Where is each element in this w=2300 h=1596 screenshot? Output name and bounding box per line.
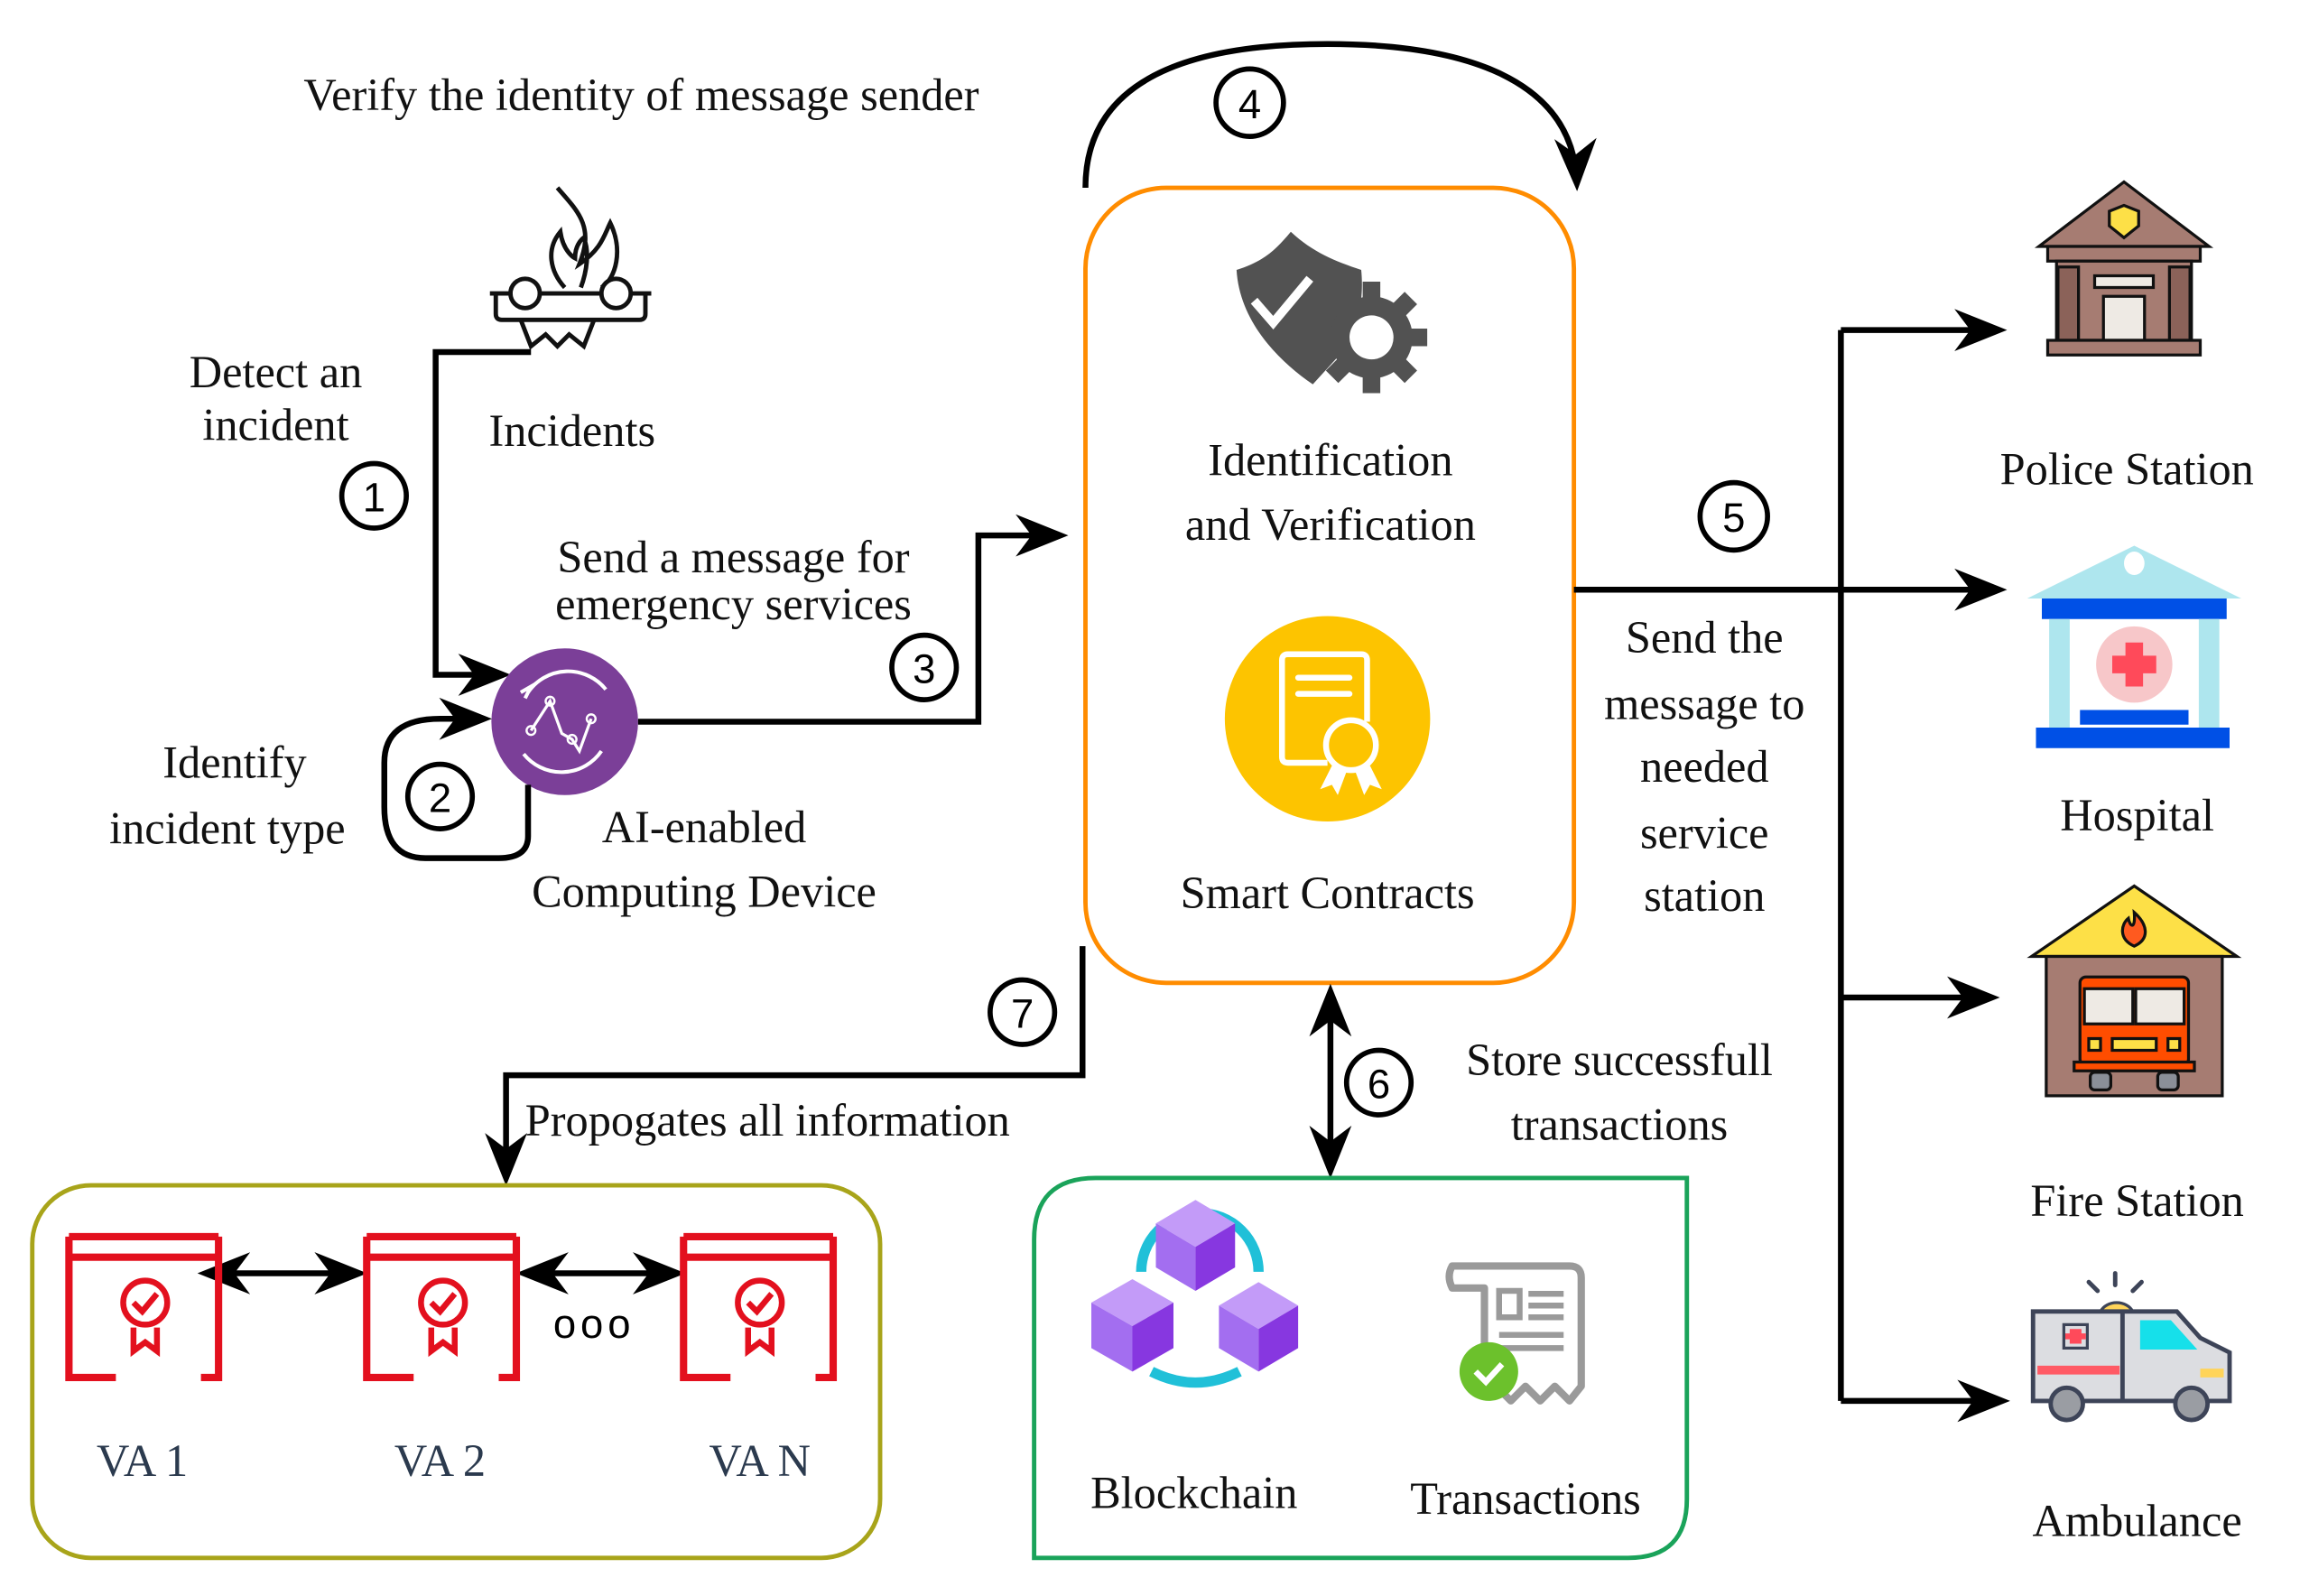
va-2-label: VA 2 xyxy=(394,1435,486,1486)
step-5-number: 5 xyxy=(1722,495,1745,541)
step-6-number: 6 xyxy=(1368,1061,1390,1107)
ambulance-label: Ambulance xyxy=(2033,1495,2242,1545)
certificate-icon xyxy=(1224,616,1431,821)
step-4-number: 4 xyxy=(1238,81,1261,127)
step-5-label-line-5: station xyxy=(1644,870,1765,921)
ai-analytics-icon xyxy=(491,648,638,795)
service-police-station: Police Station xyxy=(2000,180,2254,494)
certificate-icon-part xyxy=(680,1232,838,1381)
validator-certificate-icon xyxy=(65,1232,223,1381)
step-1-label-line-2: incident xyxy=(202,400,348,450)
certificate-icon-part xyxy=(363,1232,521,1381)
send-message-arrow xyxy=(637,514,1069,725)
step-2-badge xyxy=(404,761,476,831)
step-4-badge xyxy=(1213,66,1286,139)
validators-box: ooo VA 1 VA 2 VA N xyxy=(30,1183,883,1561)
validator-va-n: VA N xyxy=(680,1232,838,1486)
step-5-label-line-4: service xyxy=(1640,807,1769,858)
step-1-number: 1 xyxy=(363,474,385,520)
step-6-label-line-1: Store successfull xyxy=(1466,1035,1773,1085)
hospital-icon xyxy=(2026,545,2241,748)
identify-loop-arrow xyxy=(381,697,532,861)
incidents-label: Incidents xyxy=(488,405,655,456)
verify-arc-arrow xyxy=(1082,41,1597,191)
step-7-connector: 7 Propogates all information xyxy=(485,946,1086,1186)
step-5-connector: 5 Send the message to needed service sta… xyxy=(1573,309,2010,1423)
step-5-label-line-2: message to xyxy=(1604,678,1804,728)
fire-station-icon xyxy=(2026,884,2242,1098)
certificate-icon-part xyxy=(428,1327,458,1358)
service-ambulance: Ambulance xyxy=(2030,1271,2242,1545)
step-6-badge xyxy=(1343,1047,1414,1118)
step-4-label: Verify the identity of message sender xyxy=(303,70,978,120)
step-2-number: 2 xyxy=(429,775,451,821)
service-hospital: Hospital xyxy=(2026,545,2241,840)
step-1-connector: 1 Detect an incident xyxy=(190,347,532,696)
identification-label-line-1: Identification xyxy=(1208,435,1452,486)
receipt-check-icon xyxy=(1445,1262,1585,1405)
step-4-verify-connector: 4 Verify the identity of message sender xyxy=(303,41,1597,191)
step-2-label-line-1: Identify xyxy=(162,737,306,787)
step-2-connector: 2 Identify incident type xyxy=(109,697,532,861)
step-1-badge xyxy=(339,460,409,531)
step-6-connector: 6 Store successfull transactions xyxy=(1309,983,1773,1179)
fire-detector-icon xyxy=(489,186,652,350)
service-fire-station: Fire Station xyxy=(2026,884,2244,1226)
incidents-node: Incidents xyxy=(488,186,655,456)
certificate-icon-part xyxy=(65,1232,223,1381)
police-station-label: Police Station xyxy=(2000,443,2254,494)
step-7-number: 7 xyxy=(1011,990,1034,1036)
blockchain-cubes-icon xyxy=(1091,1200,1299,1388)
step-7-label: Propogates all information xyxy=(525,1095,1010,1146)
certificate-icon-part xyxy=(429,1292,458,1316)
shield-gear-icon xyxy=(1236,231,1428,394)
certificate-icon-part xyxy=(735,1277,785,1328)
step-5-label-line-3: needed xyxy=(1640,741,1769,792)
hospital-label: Hospital xyxy=(2060,790,2214,840)
ai-device-label-line-1: AI-enabled xyxy=(602,802,807,852)
identification-label-line-2: and Verification xyxy=(1185,499,1476,550)
certificate-icon-part xyxy=(130,1327,161,1358)
step-1-label-line-1: Detect an xyxy=(190,347,363,397)
fire-station-label: Fire Station xyxy=(2030,1175,2243,1226)
ai-device-label-line-2: Computing Device xyxy=(532,866,876,916)
ledger-box: Blockchain Transactions xyxy=(1032,1175,1690,1561)
step-3-number: 3 xyxy=(913,646,935,692)
step-3-connector: 3 Send a message for emergency services xyxy=(555,514,1069,725)
step-3-label-line-1: Send a message for xyxy=(557,532,909,582)
ambulance-icon xyxy=(2030,1271,2232,1423)
step-2-label-line-2: incident type xyxy=(109,803,346,853)
ai-device-node: AI-enabled Computing Device xyxy=(491,648,876,916)
validator-certificate-icon xyxy=(363,1232,521,1381)
va-n-label: VA N xyxy=(709,1435,811,1486)
step-6-label-line-2: transactions xyxy=(1511,1100,1729,1150)
validators-ellipsis: ooo xyxy=(553,1301,635,1347)
step-7-badge xyxy=(988,977,1058,1047)
core-box-border xyxy=(1083,185,1577,986)
va-1-label: VA 1 xyxy=(97,1435,188,1486)
propagate-arrow xyxy=(485,946,1086,1186)
certificate-icon-part xyxy=(745,1327,774,1358)
blockchain-label: Blockchain xyxy=(1090,1468,1297,1518)
validator-va-2: VA 2 xyxy=(363,1232,521,1486)
smart-contracts-label: Smart Contracts xyxy=(1181,868,1475,918)
step-5-label-line-1: Send the xyxy=(1626,612,1784,663)
certificate-icon-part xyxy=(746,1292,774,1316)
transactions-label: Transactions xyxy=(1410,1473,1641,1524)
police-station-icon xyxy=(2034,180,2214,357)
core-verification-box: Identification and Verification Smart Co… xyxy=(1083,185,1577,986)
detect-arrow xyxy=(432,348,532,696)
validator-certificate-icon xyxy=(680,1232,838,1381)
step-3-label-line-2: emergency services xyxy=(555,579,912,629)
certificate-icon-part xyxy=(131,1292,160,1316)
validators-box-border xyxy=(30,1183,883,1561)
step-3-badge xyxy=(889,632,960,702)
validator-va-1: VA 1 xyxy=(65,1232,223,1486)
step-5-badge xyxy=(1697,479,1770,553)
certificate-icon-part xyxy=(120,1277,171,1328)
certificate-icon-part xyxy=(418,1277,468,1328)
